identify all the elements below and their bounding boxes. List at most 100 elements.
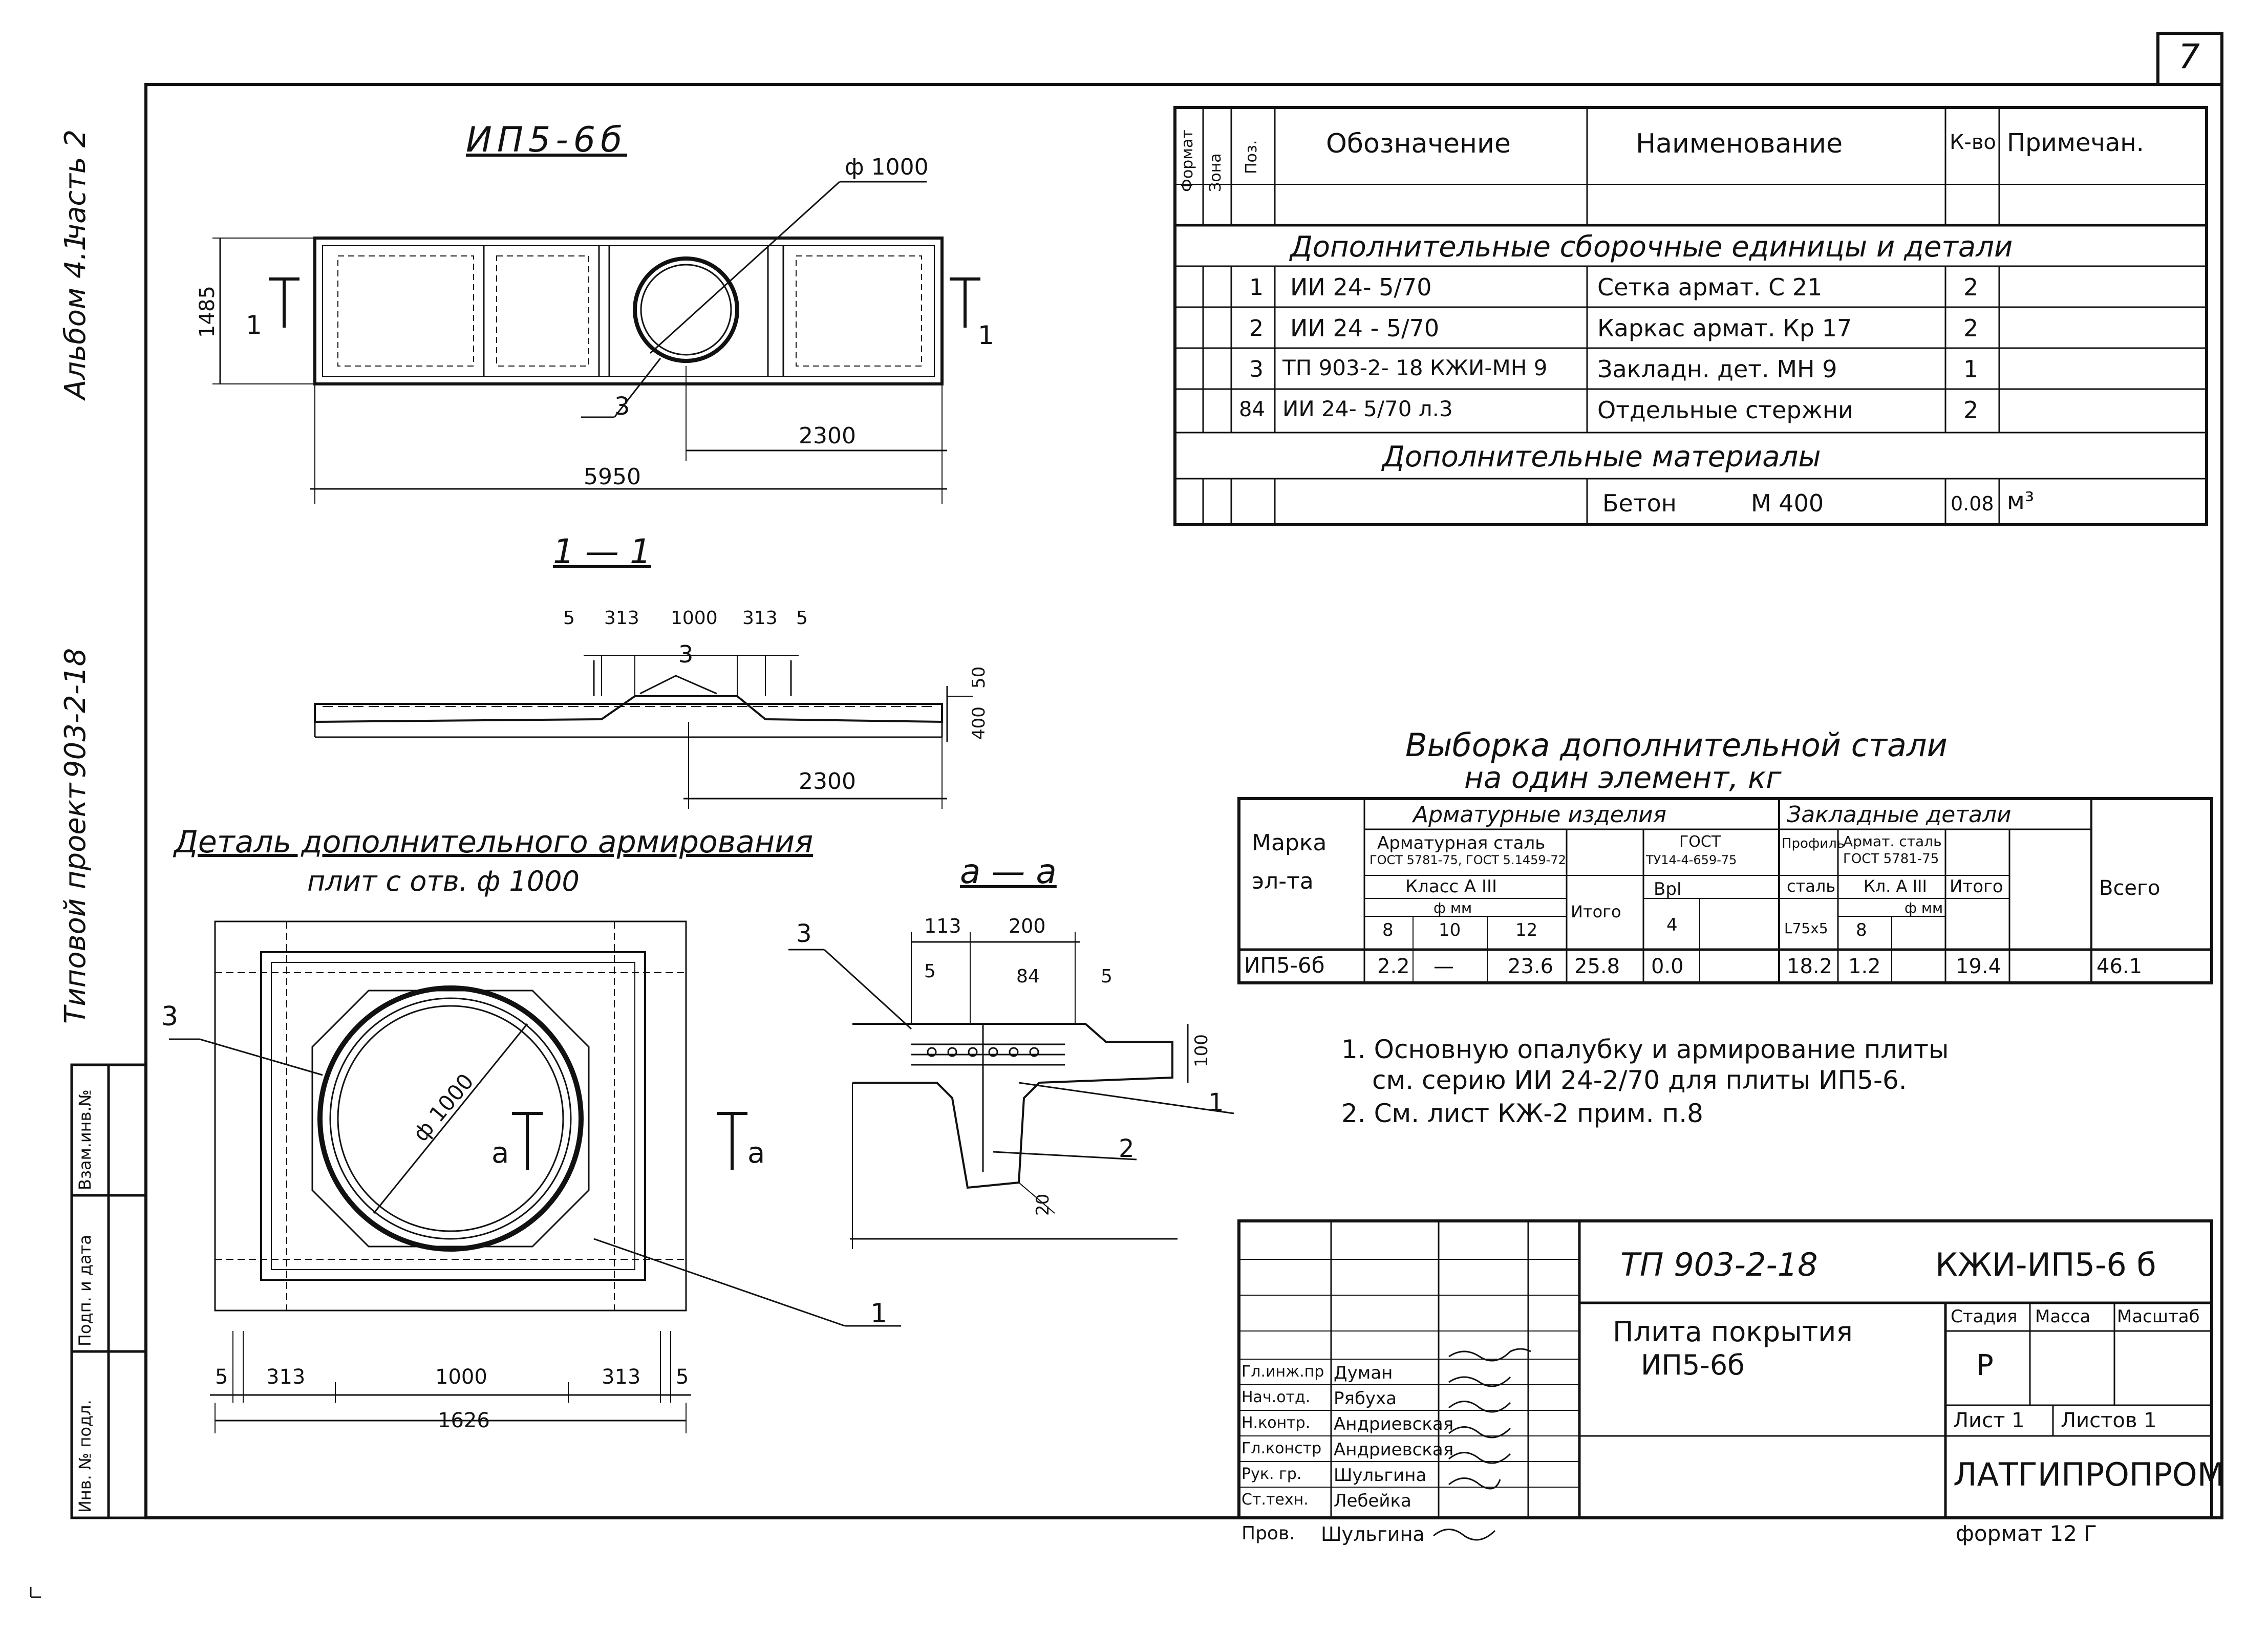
steel-h-profile2: сталь bbox=[1787, 876, 1836, 896]
steel-h-d12: 12 bbox=[1515, 920, 1538, 940]
project-type-label: Типовой проект bbox=[59, 783, 92, 1024]
steel-row-mark: ИП5-6б bbox=[1244, 953, 1325, 978]
tb-role-5: Рук. гр. bbox=[1242, 1465, 1302, 1483]
tb-mass-header: Масса bbox=[2035, 1306, 2091, 1327]
spec-header-zone: Зона bbox=[1207, 153, 1225, 192]
spec-section-materials: Дополнительные материалы bbox=[1382, 440, 1821, 474]
steel-h-class: Класс А III bbox=[1405, 876, 1497, 897]
steel-row-v12: 23.6 bbox=[1508, 955, 1554, 978]
plan-hole-label: ф 1000 bbox=[845, 154, 929, 180]
tb-name-1: Думан bbox=[1334, 1363, 1393, 1383]
detail-title-line2: плит с отв. ф 1000 bbox=[307, 865, 580, 897]
tb-role-1: Гл.инж.пр bbox=[1242, 1363, 1324, 1381]
spec-material-name: Бетон bbox=[1602, 489, 1677, 517]
plan-section-mark-right: 1 bbox=[978, 320, 994, 350]
section-a-a-dim-100: 100 bbox=[1191, 1034, 1212, 1067]
note-2: 2. См. лист КЖ-2 прим. п.8 bbox=[1341, 1099, 1703, 1128]
detail-drawing bbox=[169, 920, 901, 1433]
part-label: часть 2 bbox=[59, 129, 92, 241]
note-1-line1: 1. Основную опалубку и армирование плиты bbox=[1341, 1035, 1949, 1064]
detail-dim-5b: 5 bbox=[676, 1365, 689, 1389]
plan-view-drawing bbox=[212, 181, 980, 504]
tb-name-4: Андриевская bbox=[1334, 1440, 1454, 1460]
steel-h-d10: 10 bbox=[1439, 920, 1461, 940]
plan-offset-dim: 2300 bbox=[799, 423, 856, 449]
section-a-a-drawing bbox=[788, 932, 1234, 1249]
spec-row-4-name: Отдельные стержни bbox=[1597, 396, 1853, 424]
tb-scale-header: Масштаб bbox=[2117, 1306, 2200, 1327]
tb-name-line2: ИП5-6б bbox=[1641, 1349, 1745, 1381]
section-a-a-dim-20: 20 bbox=[1033, 1193, 1053, 1216]
steel-row-total: 25.8 bbox=[1574, 955, 1620, 978]
plan-length-dim: 5950 bbox=[584, 464, 641, 490]
spec-material-qty: 0.08 bbox=[1951, 492, 1994, 515]
steel-h-phi2: ф мм bbox=[1905, 899, 1943, 916]
steel-h-all: Всего bbox=[2099, 876, 2160, 900]
detail-total-dim: 1626 bbox=[438, 1409, 490, 1432]
spec-header-format: Формат bbox=[1179, 130, 1196, 192]
steel-h-steel2a: Армат. сталь bbox=[1843, 833, 1942, 850]
spec-header-pos: Поз. bbox=[1243, 140, 1260, 174]
section-1-1-dim-50: 50 bbox=[969, 666, 989, 689]
spec-row-3-name: Закладн. дет. МН 9 bbox=[1597, 355, 1837, 383]
steel-row-v8b: 1.2 bbox=[1848, 955, 1881, 978]
section-a-a-dim-84: 84 bbox=[1016, 966, 1040, 987]
steel-title-line1: Выборка дополнительной стали bbox=[1405, 726, 1948, 764]
steel-row-v8: 2.2 bbox=[1377, 955, 1410, 978]
title-block-grid bbox=[1237, 1219, 2213, 1541]
steel-h-profile: L75x5 bbox=[1784, 920, 1828, 937]
tb-role-4: Гл.констр bbox=[1242, 1440, 1322, 1457]
spec-row-2-qty: 2 bbox=[1963, 314, 1979, 342]
steel-h-mark2: эл-та bbox=[1252, 868, 1314, 894]
detail-section-mark-left: а bbox=[491, 1136, 509, 1170]
tb-name-6: Лебейка bbox=[1334, 1491, 1411, 1511]
tb-name-5: Шульгина bbox=[1334, 1465, 1427, 1486]
spec-header-name: Наименование bbox=[1636, 128, 1843, 159]
tb-sheets: Листов 1 bbox=[2061, 1409, 2157, 1432]
plan-section-mark-left: 1 bbox=[246, 310, 262, 340]
tb-doc-code: КЖИ-ИП5-6 б bbox=[1935, 1246, 2156, 1283]
steel-h-bp: ВрI bbox=[1654, 879, 1682, 899]
section-1-1-dim-313a: 313 bbox=[604, 608, 639, 629]
steel-h-steel1: Арматурная сталь bbox=[1377, 833, 1546, 853]
steel-h-d8: 8 bbox=[1382, 920, 1394, 940]
section-1-1-dim-313b: 313 bbox=[742, 608, 778, 629]
steel-h-gost2a: ГОСТ bbox=[1679, 833, 1721, 851]
section-1-1-drawing bbox=[314, 655, 973, 809]
plan-callout-3: 3 bbox=[614, 392, 630, 421]
spec-material-grade: М 400 bbox=[1751, 489, 1824, 517]
strip-podp-label: Подп. и дата bbox=[75, 1235, 95, 1346]
section-1-1-callout-3: 3 bbox=[678, 640, 694, 668]
spec-header-designation: Обозначение bbox=[1326, 128, 1511, 159]
steel-h-total: Итого bbox=[1571, 902, 1621, 921]
sheet-number-box bbox=[2156, 32, 2223, 86]
steel-h-d4: 4 bbox=[1666, 915, 1678, 935]
steel-h-gost1: ГОСТ 5781-75, ГОСТ 5.1459-72 bbox=[1370, 853, 1566, 867]
detail-dim-313a: 313 bbox=[266, 1365, 306, 1389]
steel-h-mark: Марка bbox=[1252, 830, 1327, 856]
steel-row-all: 46.1 bbox=[2096, 955, 2143, 978]
tb-role-6: Ст.техн. bbox=[1242, 1491, 1309, 1509]
plan-view-title: ИП5-6б bbox=[466, 120, 627, 160]
note-1-line2: см. серию ИИ 24-2/70 для плиты ИП5-6. bbox=[1372, 1065, 1907, 1095]
tb-sheet: Лист 1 bbox=[1953, 1409, 2025, 1432]
plan-width-dim: 1485 bbox=[196, 286, 219, 338]
spec-row-4-designation: ИИ 24- 5/70 л.3 bbox=[1282, 396, 1453, 421]
tb-org: ЛАТГИПРОПРОМ bbox=[1953, 1456, 2225, 1493]
steel-h-steel2b: ГОСТ 5781-75 bbox=[1843, 851, 1939, 867]
section-a-a-callout-2: 2 bbox=[1119, 1134, 1135, 1163]
spec-section-assemblies: Дополнительные сборочные единицы и детал… bbox=[1290, 230, 2013, 264]
tb-role-3: Н.контр. bbox=[1242, 1414, 1311, 1432]
steel-h-embed: Закладные детали bbox=[1787, 802, 2012, 828]
section-a-a-title: а — а bbox=[960, 852, 1057, 891]
detail-section-mark-right: а bbox=[747, 1136, 765, 1170]
section-a-a-dim-113: 113 bbox=[924, 915, 961, 937]
steel-h-profile1: Профиль bbox=[1782, 836, 1845, 851]
album-label: Альбом 4.1 bbox=[59, 232, 92, 399]
tb-name-7: Шульгина bbox=[1321, 1523, 1425, 1545]
detail-dim-1000: 1000 bbox=[435, 1365, 487, 1389]
spec-table-grid bbox=[1173, 106, 2208, 526]
sheet-format-label: формат 12 Г bbox=[1956, 1521, 2097, 1546]
section-a-a-callout-3: 3 bbox=[796, 919, 812, 948]
